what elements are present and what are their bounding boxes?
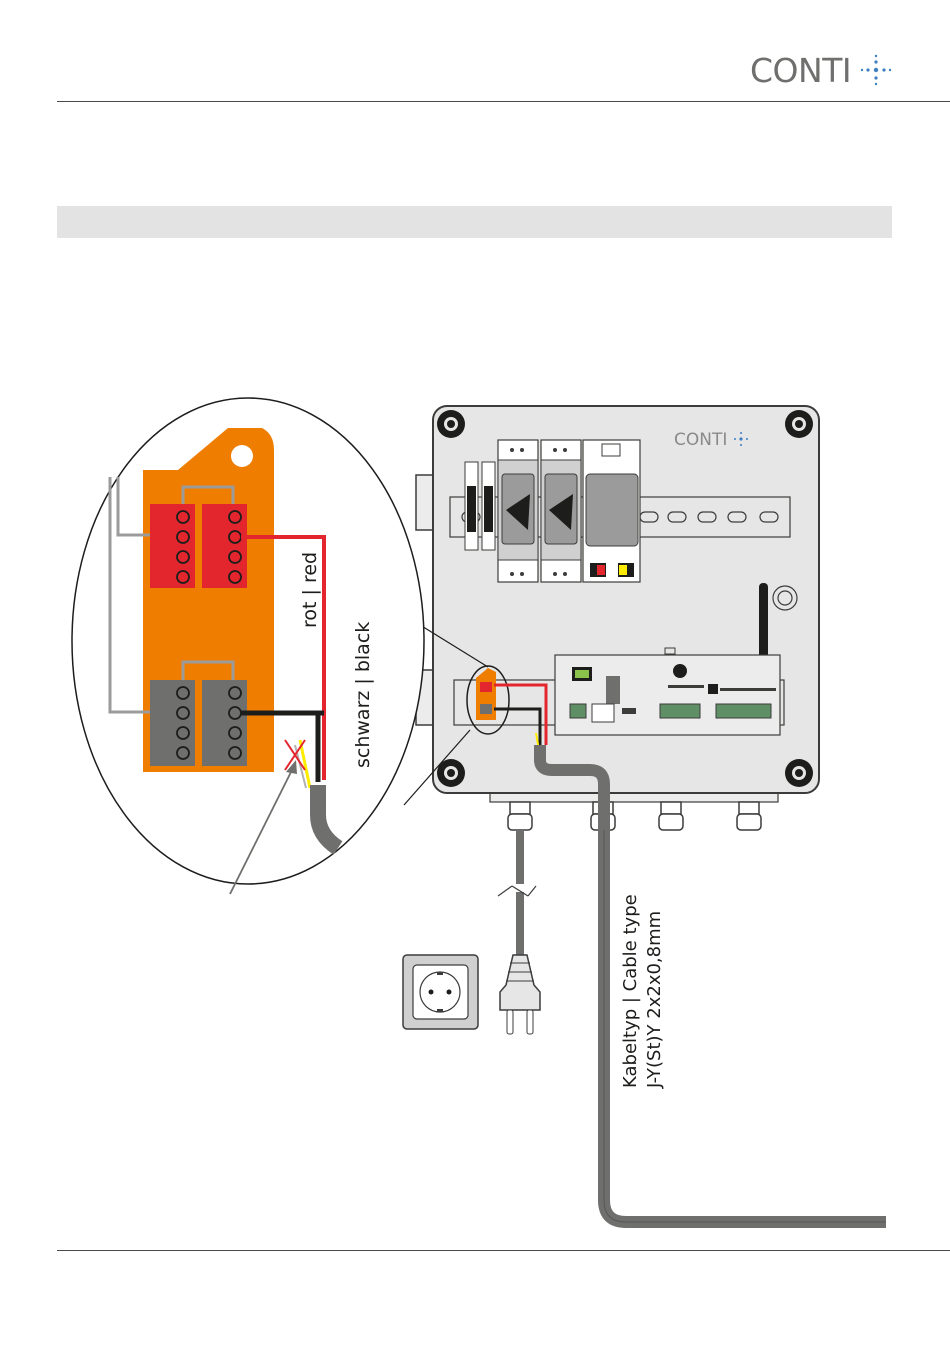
control-box: CONTI — [416, 406, 819, 802]
power-cable — [498, 830, 536, 960]
black-wire-label: schwarz | black — [352, 622, 374, 768]
cable-spec-label: J-Y(St)Y 2x2x0,8mm — [644, 911, 665, 1089]
cable-gland-icon — [508, 802, 761, 830]
controller-board — [555, 648, 780, 735]
red-wire-label: rot | red — [299, 552, 321, 628]
footer-divider — [57, 1250, 950, 1251]
relay-module — [583, 440, 640, 582]
detail-callout: rot | red schwarz | black — [72, 398, 488, 894]
power-plug-icon — [500, 955, 540, 1034]
circuit-breaker-2 — [541, 440, 581, 582]
circuit-breaker-1 — [498, 440, 538, 582]
box-brand-text: CONTI — [674, 430, 727, 450]
cable-type-label: Kabeltyp | Cable type — [620, 894, 641, 1088]
wall-socket-icon — [403, 955, 478, 1029]
